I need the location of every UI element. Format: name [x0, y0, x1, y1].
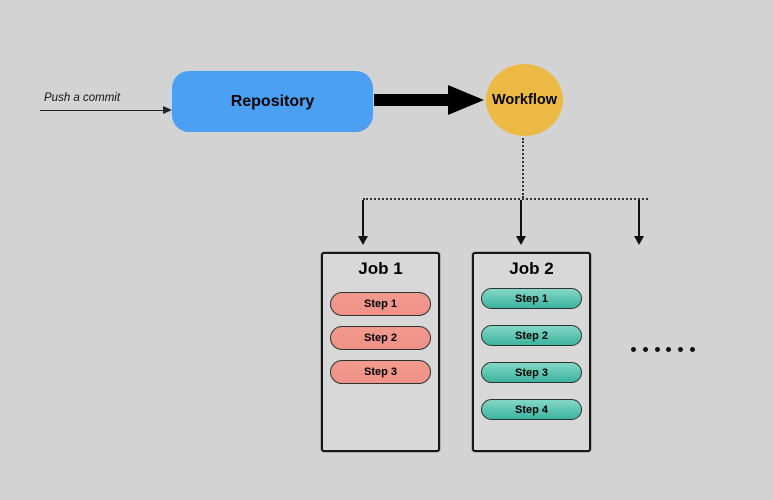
- ellipsis-dot: [631, 347, 636, 352]
- push-commit-arrow-line: [40, 110, 164, 111]
- step-pill: Step 4: [481, 399, 582, 420]
- workflow-dotted-connector-horizontal: [363, 198, 648, 200]
- push-commit-label: Push a commit: [44, 92, 121, 104]
- ellipsis-dot: [689, 347, 695, 352]
- job-title: Job 1: [358, 259, 403, 278]
- job-1-box: Job 1 Step 1 Step 2 Step 3: [321, 252, 440, 452]
- workflow-dotted-connector-vertical: [522, 138, 524, 198]
- repo-to-workflow-arrow-shaft: [374, 94, 450, 106]
- branch-arrow-job2: [516, 200, 526, 246]
- step-pill: Step 1: [330, 292, 431, 316]
- branch-arrow-head-icon: [358, 236, 368, 245]
- ellipsis-dot: [654, 347, 660, 352]
- branch-arrow-line: [638, 200, 640, 237]
- branch-arrow-more-jobs: [634, 200, 644, 246]
- ellipsis-dot: [666, 347, 672, 352]
- step-pill: Step 2: [481, 325, 582, 346]
- repository-label: Repository: [230, 92, 315, 110]
- repository-node: Repository: [172, 71, 373, 132]
- steps-list: Step 1 Step 2 Step 3 Step 4: [474, 288, 589, 420]
- step-pill: Step 3: [330, 360, 431, 384]
- branch-arrow-head-icon: [516, 236, 526, 245]
- branch-arrow-line: [362, 200, 364, 237]
- push-commit-arrow-head-icon: [163, 106, 172, 114]
- job-title: Job 2: [509, 259, 554, 278]
- step-pill: Step 1: [481, 288, 582, 309]
- branch-arrow-line: [520, 200, 522, 237]
- step-pill: Step 2: [330, 326, 431, 350]
- steps-list: Step 1 Step 2 Step 3: [323, 292, 438, 384]
- workflow-label: Workflow: [492, 92, 557, 108]
- repo-to-workflow-arrow-head-icon: [448, 85, 484, 115]
- branch-arrow-job1: [358, 200, 368, 246]
- more-jobs-ellipsis: [631, 347, 695, 352]
- step-pill: Step 3: [481, 362, 582, 383]
- branch-arrow-head-icon: [634, 236, 644, 245]
- ellipsis-dot: [642, 347, 648, 352]
- workflow-node: Workflow: [486, 64, 563, 136]
- ellipsis-dot: [678, 347, 684, 352]
- job-2-box: Job 2 Step 1 Step 2 Step 3 Step 4: [472, 252, 591, 452]
